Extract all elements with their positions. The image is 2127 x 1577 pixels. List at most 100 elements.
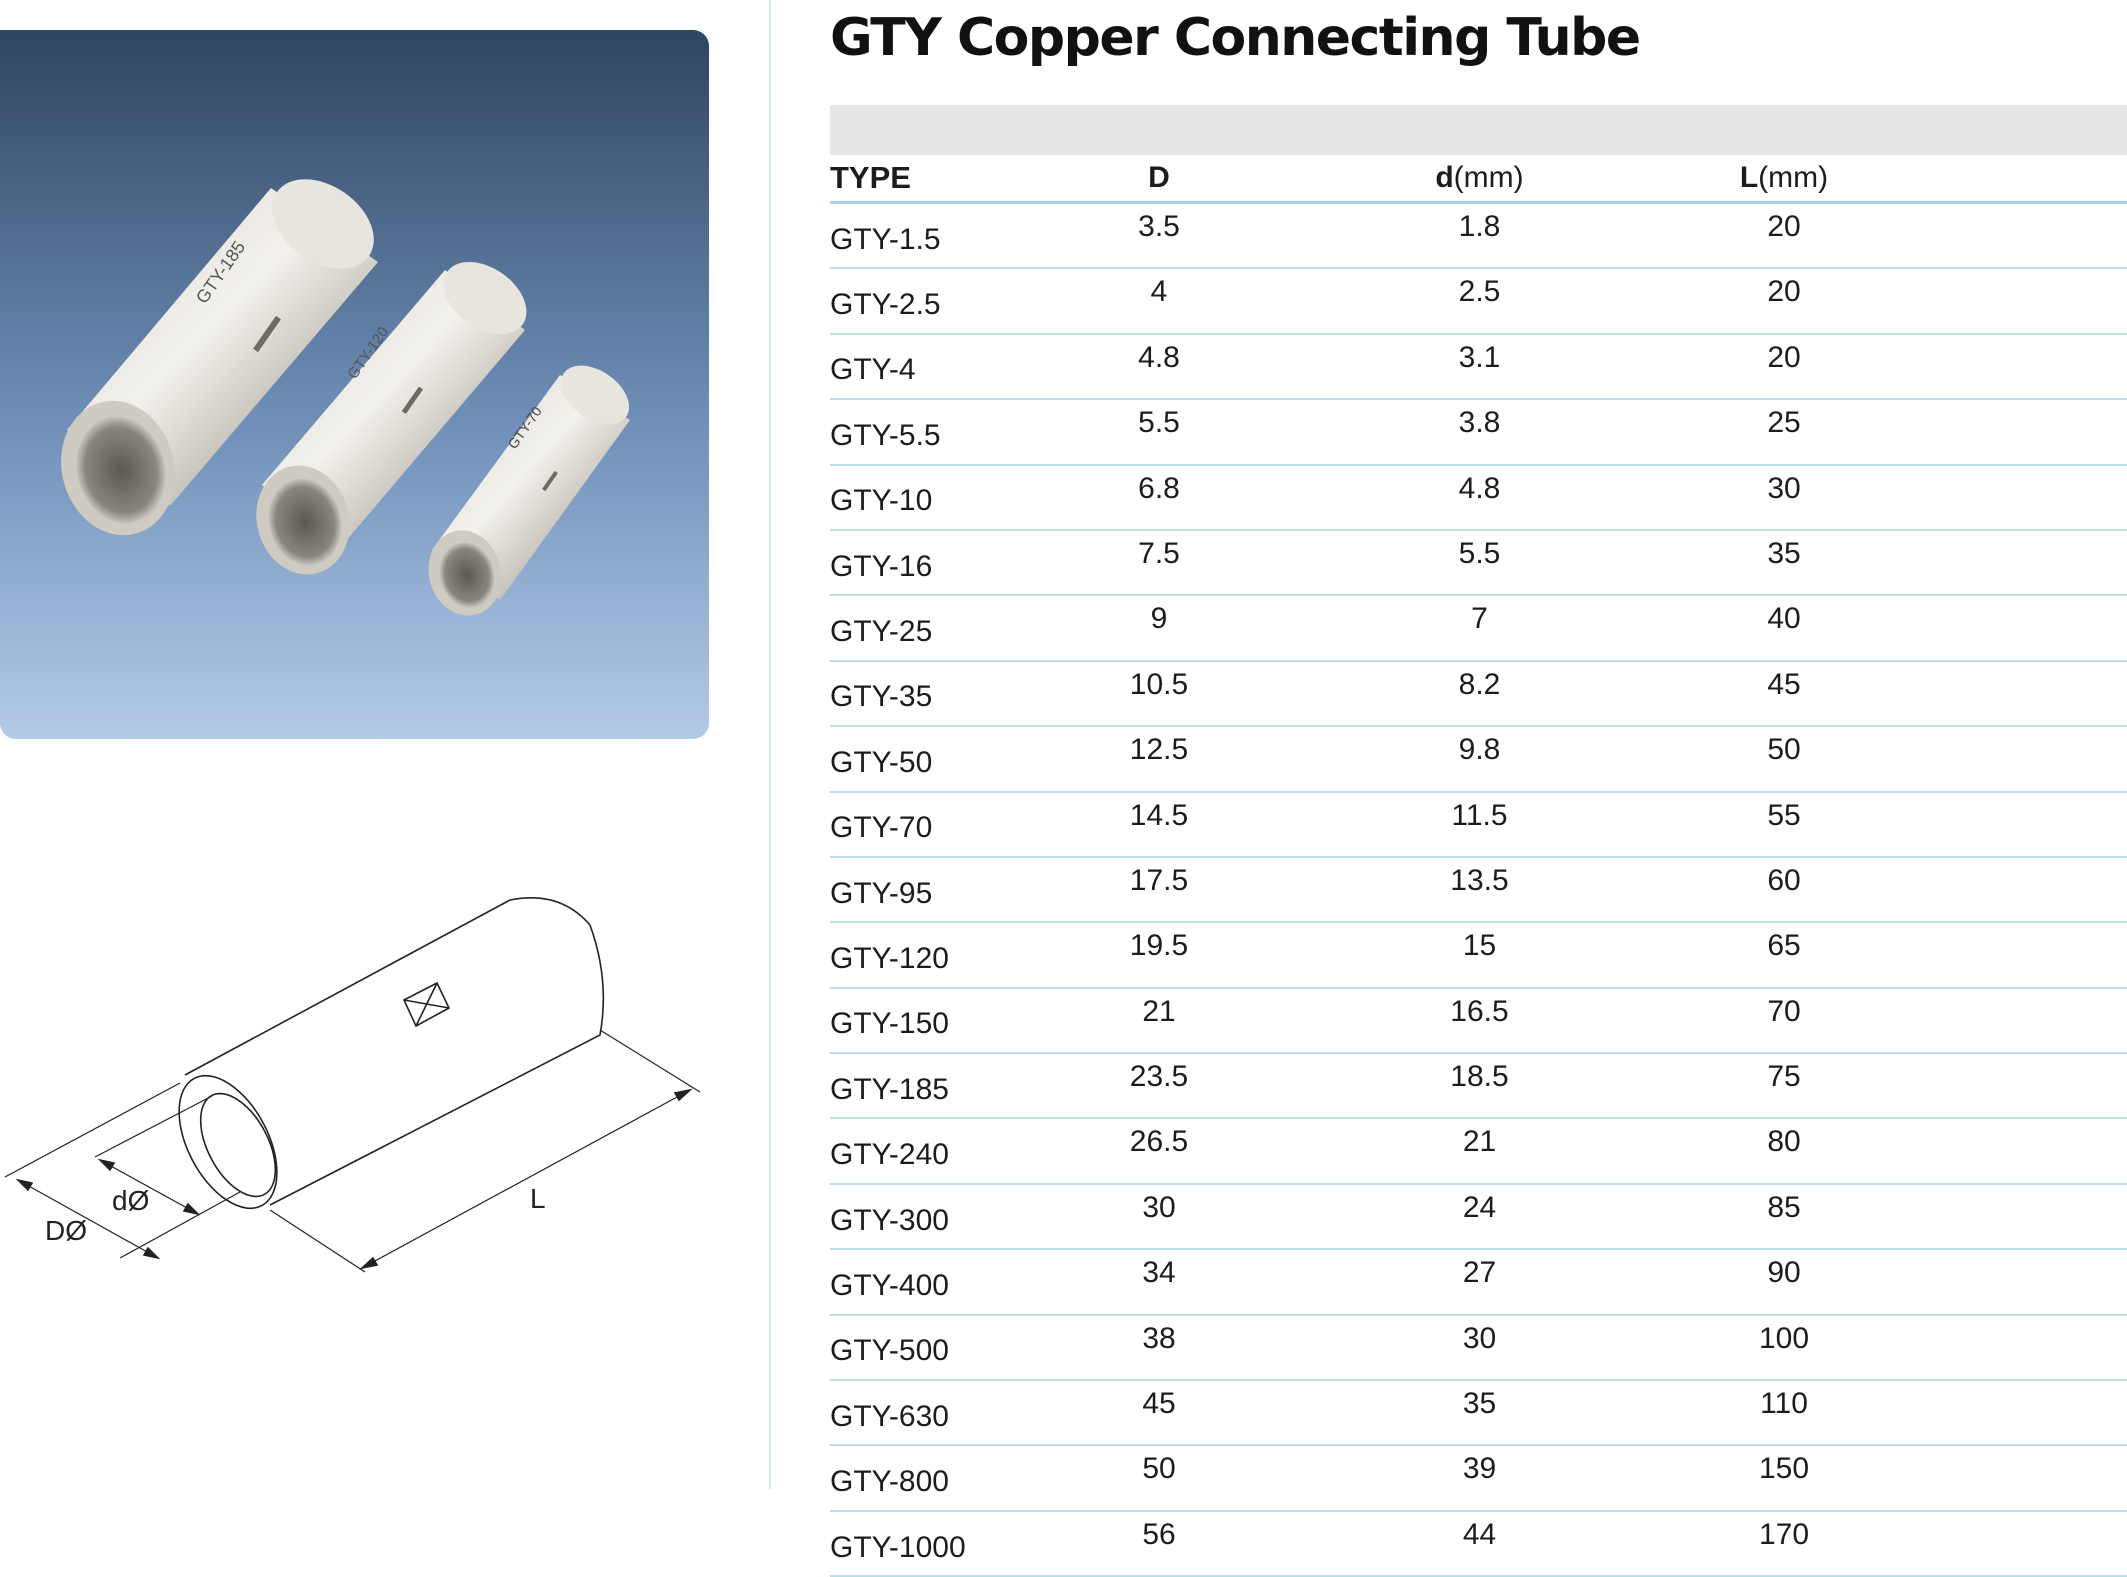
outer-diameter-cell: 50 [1084,1445,1234,1512]
type-cell: GTY-120 [830,922,1084,989]
row-spacer [1843,202,2127,270]
inner-diameter-cell: 15 [1234,922,1725,989]
row-spacer [1843,1380,2127,1447]
outer-diameter-cell: 14.5 [1084,791,1234,858]
outer-diameter-cell: 7.5 [1084,529,1234,597]
row-spacer [1843,1249,2127,1316]
length-cell: 20 [1725,268,1843,335]
type-cell: GTY-630 [830,1380,1084,1447]
row-spacer [1843,791,2127,858]
outer-diameter-cell: 4 [1084,268,1234,335]
inner-diameter-cell: 8.2 [1234,660,1725,728]
length-cell: 90 [1725,1249,1843,1316]
row-spacer [1843,595,2127,662]
inner-diameter-cell: 30 [1234,1314,1725,1382]
row-spacer [1843,464,2127,531]
inner-diameter-cell: 18.5 [1234,1053,1725,1120]
header-type: TYPE [830,155,1084,204]
outer-diameter-cell: 6.8 [1084,464,1234,531]
length-cell: 85 [1725,1183,1843,1251]
row-spacer [1843,1510,2127,1577]
outer-diameter-cell: 34 [1084,1249,1234,1316]
inner-diameter-cell: 35 [1234,1380,1725,1447]
inner-diameter-cell: 11.5 [1234,791,1725,858]
row-spacer [1843,922,2127,989]
type-cell: GTY-185 [830,1053,1084,1120]
length-cell: 60 [1725,856,1843,924]
outer-diameter-cell: 5.5 [1084,399,1234,466]
outer-diameter-cell: 17.5 [1084,856,1234,924]
type-cell: GTY-16 [830,529,1084,597]
header-band [830,105,2127,155]
type-cell: GTY-400 [830,1249,1084,1316]
header-length: L(mm) [1725,155,1843,204]
inner-diameter-cell: 9.8 [1234,726,1725,793]
type-cell: GTY-800 [830,1445,1084,1512]
outer-diameter-cell: 21 [1084,987,1234,1055]
type-cell: GTY-2.5 [830,268,1084,335]
dimension-diagram: DØ dØ L [0,870,709,1310]
type-cell: GTY-1.5 [830,202,1084,270]
row-spacer [1843,1314,2127,1382]
column-divider [769,0,771,1489]
row-spacer [1843,529,2127,597]
inner-diameter-cell: 16.5 [1234,987,1725,1055]
inner-diameter-cell: 21 [1234,1118,1725,1185]
tube-medium: GTY-120 [256,261,527,575]
inner-diameter-cell: 3.8 [1234,399,1725,466]
label-length: L [530,1183,546,1214]
row-spacer [1843,1183,2127,1251]
inner-diameter-cell: 24 [1234,1183,1725,1251]
product-photo: GTY-185 GTY-120 GTY-70 [0,30,709,739]
label-outer-diameter: DØ [45,1215,87,1246]
type-cell: GTY-25 [830,595,1084,662]
type-cell: GTY-300 [830,1183,1084,1251]
row-spacer [1843,399,2127,466]
inner-diameter-cell: 3.1 [1234,333,1725,401]
length-cell: 40 [1725,595,1843,662]
type-cell: GTY-5.5 [830,399,1084,466]
row-spacer [1843,856,2127,924]
inner-diameter-cell: 13.5 [1234,856,1725,924]
length-cell: 110 [1725,1380,1843,1447]
type-cell: GTY-35 [830,660,1084,728]
type-cell: GTY-4 [830,333,1084,401]
length-cell: 20 [1725,333,1843,401]
inner-diameter-cell: 1.8 [1234,202,1725,270]
outer-diameter-cell: 12.5 [1084,726,1234,793]
length-cell: 20 [1725,202,1843,270]
outer-diameter-cell: 45 [1084,1380,1234,1447]
row-spacer [1843,987,2127,1055]
length-cell: 75 [1725,1053,1843,1120]
row-spacer [1843,726,2127,793]
inner-diameter-cell: 5.5 [1234,529,1725,597]
outer-diameter-cell: 23.5 [1084,1053,1234,1120]
row-spacer [1843,1053,2127,1120]
length-cell: 45 [1725,660,1843,728]
type-cell: GTY-150 [830,987,1084,1055]
label-inner-diameter: dØ [112,1185,149,1216]
table-header-row: TYPE D d(mm) L(mm) [830,155,2127,204]
outer-diameter-cell: 56 [1084,1510,1234,1577]
row-spacer [1843,1445,2127,1512]
length-cell: 170 [1725,1510,1843,1577]
header-inner-diameter: d(mm) [1234,155,1725,204]
type-cell: GTY-10 [830,464,1084,531]
type-cell: GTY-95 [830,856,1084,924]
length-cell: 50 [1725,726,1843,793]
